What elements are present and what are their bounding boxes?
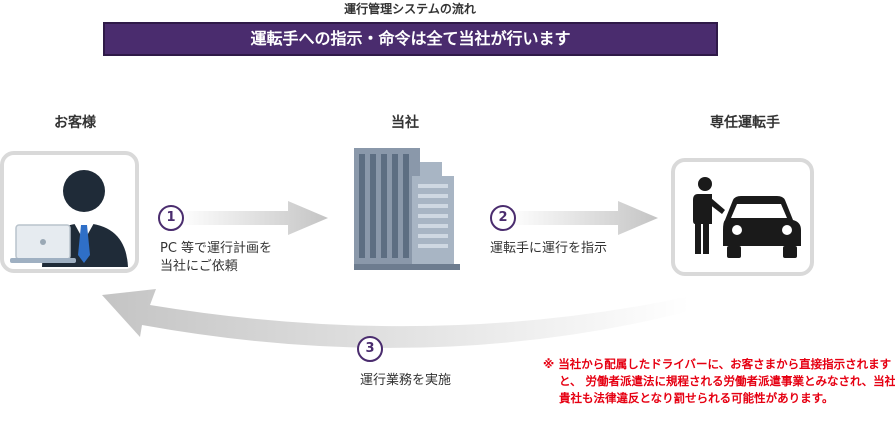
customer-label: お客様 — [54, 115, 96, 131]
driver-label: 専任運転手 — [710, 115, 780, 131]
company-building-icon — [354, 148, 460, 270]
banner-heading: 運転手への指示・命令は全て当社が行います — [103, 22, 718, 56]
step1-line2: 当社にご依頼 — [160, 259, 238, 274]
step2-text: 運転手に運行を指示 — [490, 241, 608, 256]
driver-box — [671, 158, 814, 276]
step1-number: 1 — [158, 205, 184, 231]
diagram-subtitle: 運行管理システムの流れ — [344, 2, 476, 16]
legal-warning-note: ※ 当社から配属したドライバーに、お客さまから直接指示されますと、 労働者派遣法… — [543, 356, 895, 407]
step3-text: 運行業務を実施 — [360, 373, 452, 388]
arrow-step2-icon — [508, 201, 658, 235]
arrow-step3-curved-icon — [102, 289, 690, 348]
company-label: 当社 — [391, 115, 419, 131]
customer-box — [0, 151, 139, 273]
customer-pc-icon — [10, 170, 128, 267]
step2-number: 2 — [490, 205, 516, 231]
arrow-step1-icon — [178, 201, 328, 235]
driver-car-icon — [693, 177, 801, 258]
note-text: 当社から配属したドライバーに、お客さまから直接指示されますと、 労働者派遣法に規… — [558, 357, 895, 405]
step1-line1: PC 等で運行計画を — [160, 241, 273, 256]
step1-text: PC 等で運行計画を 当社にご依頼 — [160, 240, 272, 276]
note-mark: ※ — [543, 357, 555, 371]
step3-number: 3 — [357, 336, 383, 362]
